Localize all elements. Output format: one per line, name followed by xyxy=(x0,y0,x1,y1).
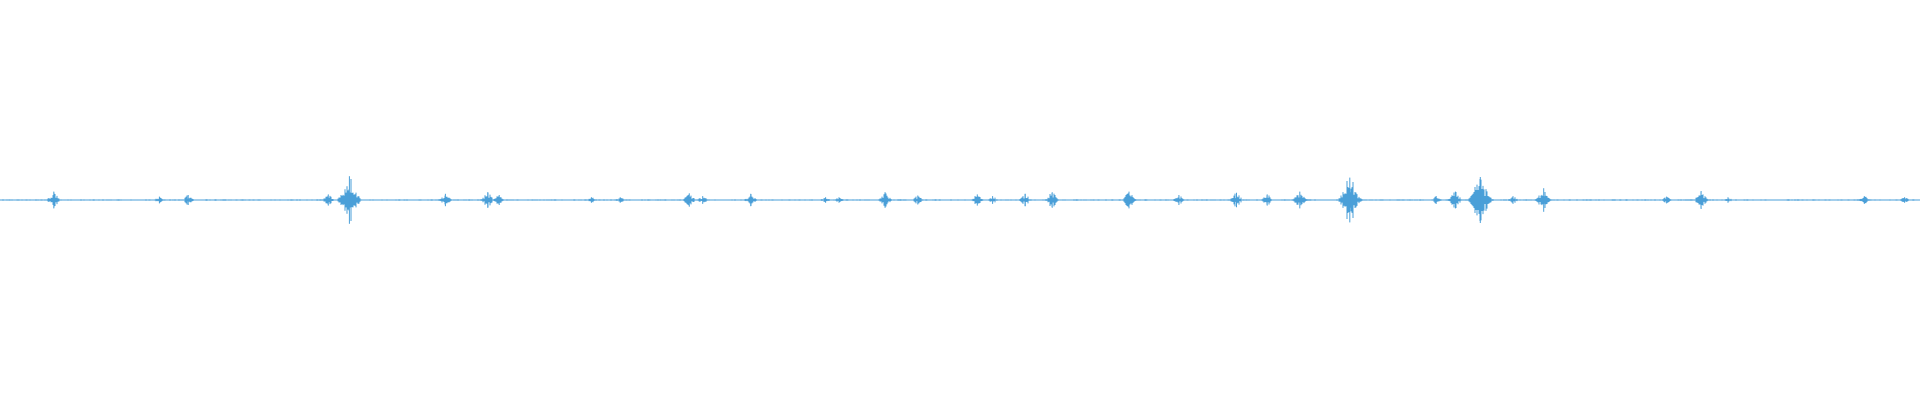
waveform-spikes xyxy=(53,176,1906,224)
waveform-signal xyxy=(0,178,1920,222)
